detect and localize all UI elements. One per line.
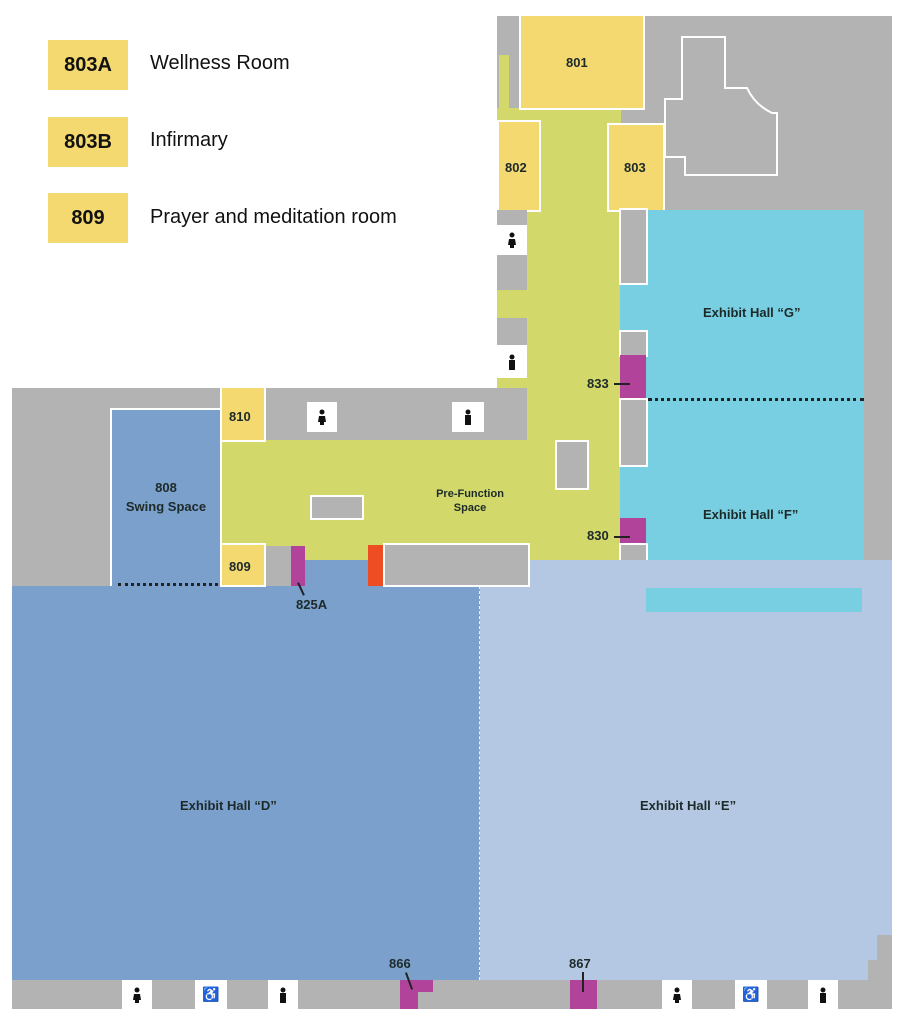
room-866-b [400,980,418,1009]
room-809-label: 809 [229,559,251,574]
wing-wall-left [12,388,112,586]
hall-e-label: Exhibit Hall “E” [640,798,737,813]
pre-function-space[interactable] [220,440,620,560]
person-icon [497,225,527,255]
person-icon [497,345,527,378]
pillar [310,495,364,520]
pillar [555,440,589,490]
legend-label-wellness: Wellness Room [150,52,290,74]
leader-line [582,972,584,992]
legend-key-803b: 803B [48,117,128,167]
pre-function-label-2: Space [453,502,487,514]
person-icon [808,980,838,1009]
wheelchair-icon: ♿ [202,986,220,1002]
hall-f-bottom [646,588,862,612]
hall-d-label: Exhibit Hall “D” [180,798,277,813]
room-808-swing-space[interactable] [110,408,222,588]
service-outline [664,36,778,176]
room-830[interactable] [620,518,646,545]
person-icon [122,980,152,1009]
room-803[interactable] [607,123,665,212]
legend-label-prayer: Prayer and meditation room [150,206,397,228]
wall [497,255,527,290]
room-809[interactable] [220,543,266,587]
restroom-accessible[interactable] [195,980,227,1009]
restroom-accessible[interactable] [735,980,767,1009]
hall-g-label: Exhibit Hall “G” [703,305,801,320]
person-icon [662,980,692,1009]
room-801[interactable] [519,14,645,110]
room-833-label: 833 [587,376,609,391]
room-803-label: 803 [624,160,646,175]
wall [383,543,530,587]
red-marker-room [368,545,383,586]
corridor-top [499,55,509,110]
wall [619,208,648,285]
partition-line-gf [648,398,864,401]
room-808-label: 808 [155,480,177,495]
exhibit-hall-e[interactable] [480,560,892,980]
exhibit-hall-d[interactable] [12,586,480,980]
room-830-label: 830 [587,528,609,543]
person-icon [268,980,298,1009]
leader-line [614,536,630,538]
wall [868,960,892,980]
wall [497,210,527,225]
wall [266,546,291,586]
person-icon [452,402,484,432]
hall-d-notch [305,560,370,590]
room-801-label: 801 [566,55,588,70]
partition-line-808 [118,583,218,586]
room-808-name: Swing Space [125,499,207,514]
legend-label-infirmary: Infirmary [150,129,228,151]
room-802[interactable] [497,120,541,212]
room-833[interactable] [620,355,646,400]
room-825a-label: 825A [296,597,328,612]
wall [497,318,527,345]
leader-line [614,383,630,385]
legend-key-803a: 803A [48,40,128,90]
wall [619,398,648,467]
pre-function-label: Pre-Function [436,488,504,500]
exhibit-hall-g-f[interactable] [620,210,864,612]
room-810[interactable] [220,386,266,442]
wheelchair-icon: ♿ [742,986,760,1002]
room-866-label: 866 [389,956,411,971]
room-810-label: 810 [229,409,251,424]
person-icon [307,402,337,432]
hall-f-label: Exhibit Hall “F” [703,507,799,522]
room-802-label: 802 [505,160,527,175]
legend-key-809: 809 [48,193,128,243]
wall [619,330,648,357]
room-825a[interactable] [291,546,305,586]
room-867-label: 867 [569,956,591,971]
